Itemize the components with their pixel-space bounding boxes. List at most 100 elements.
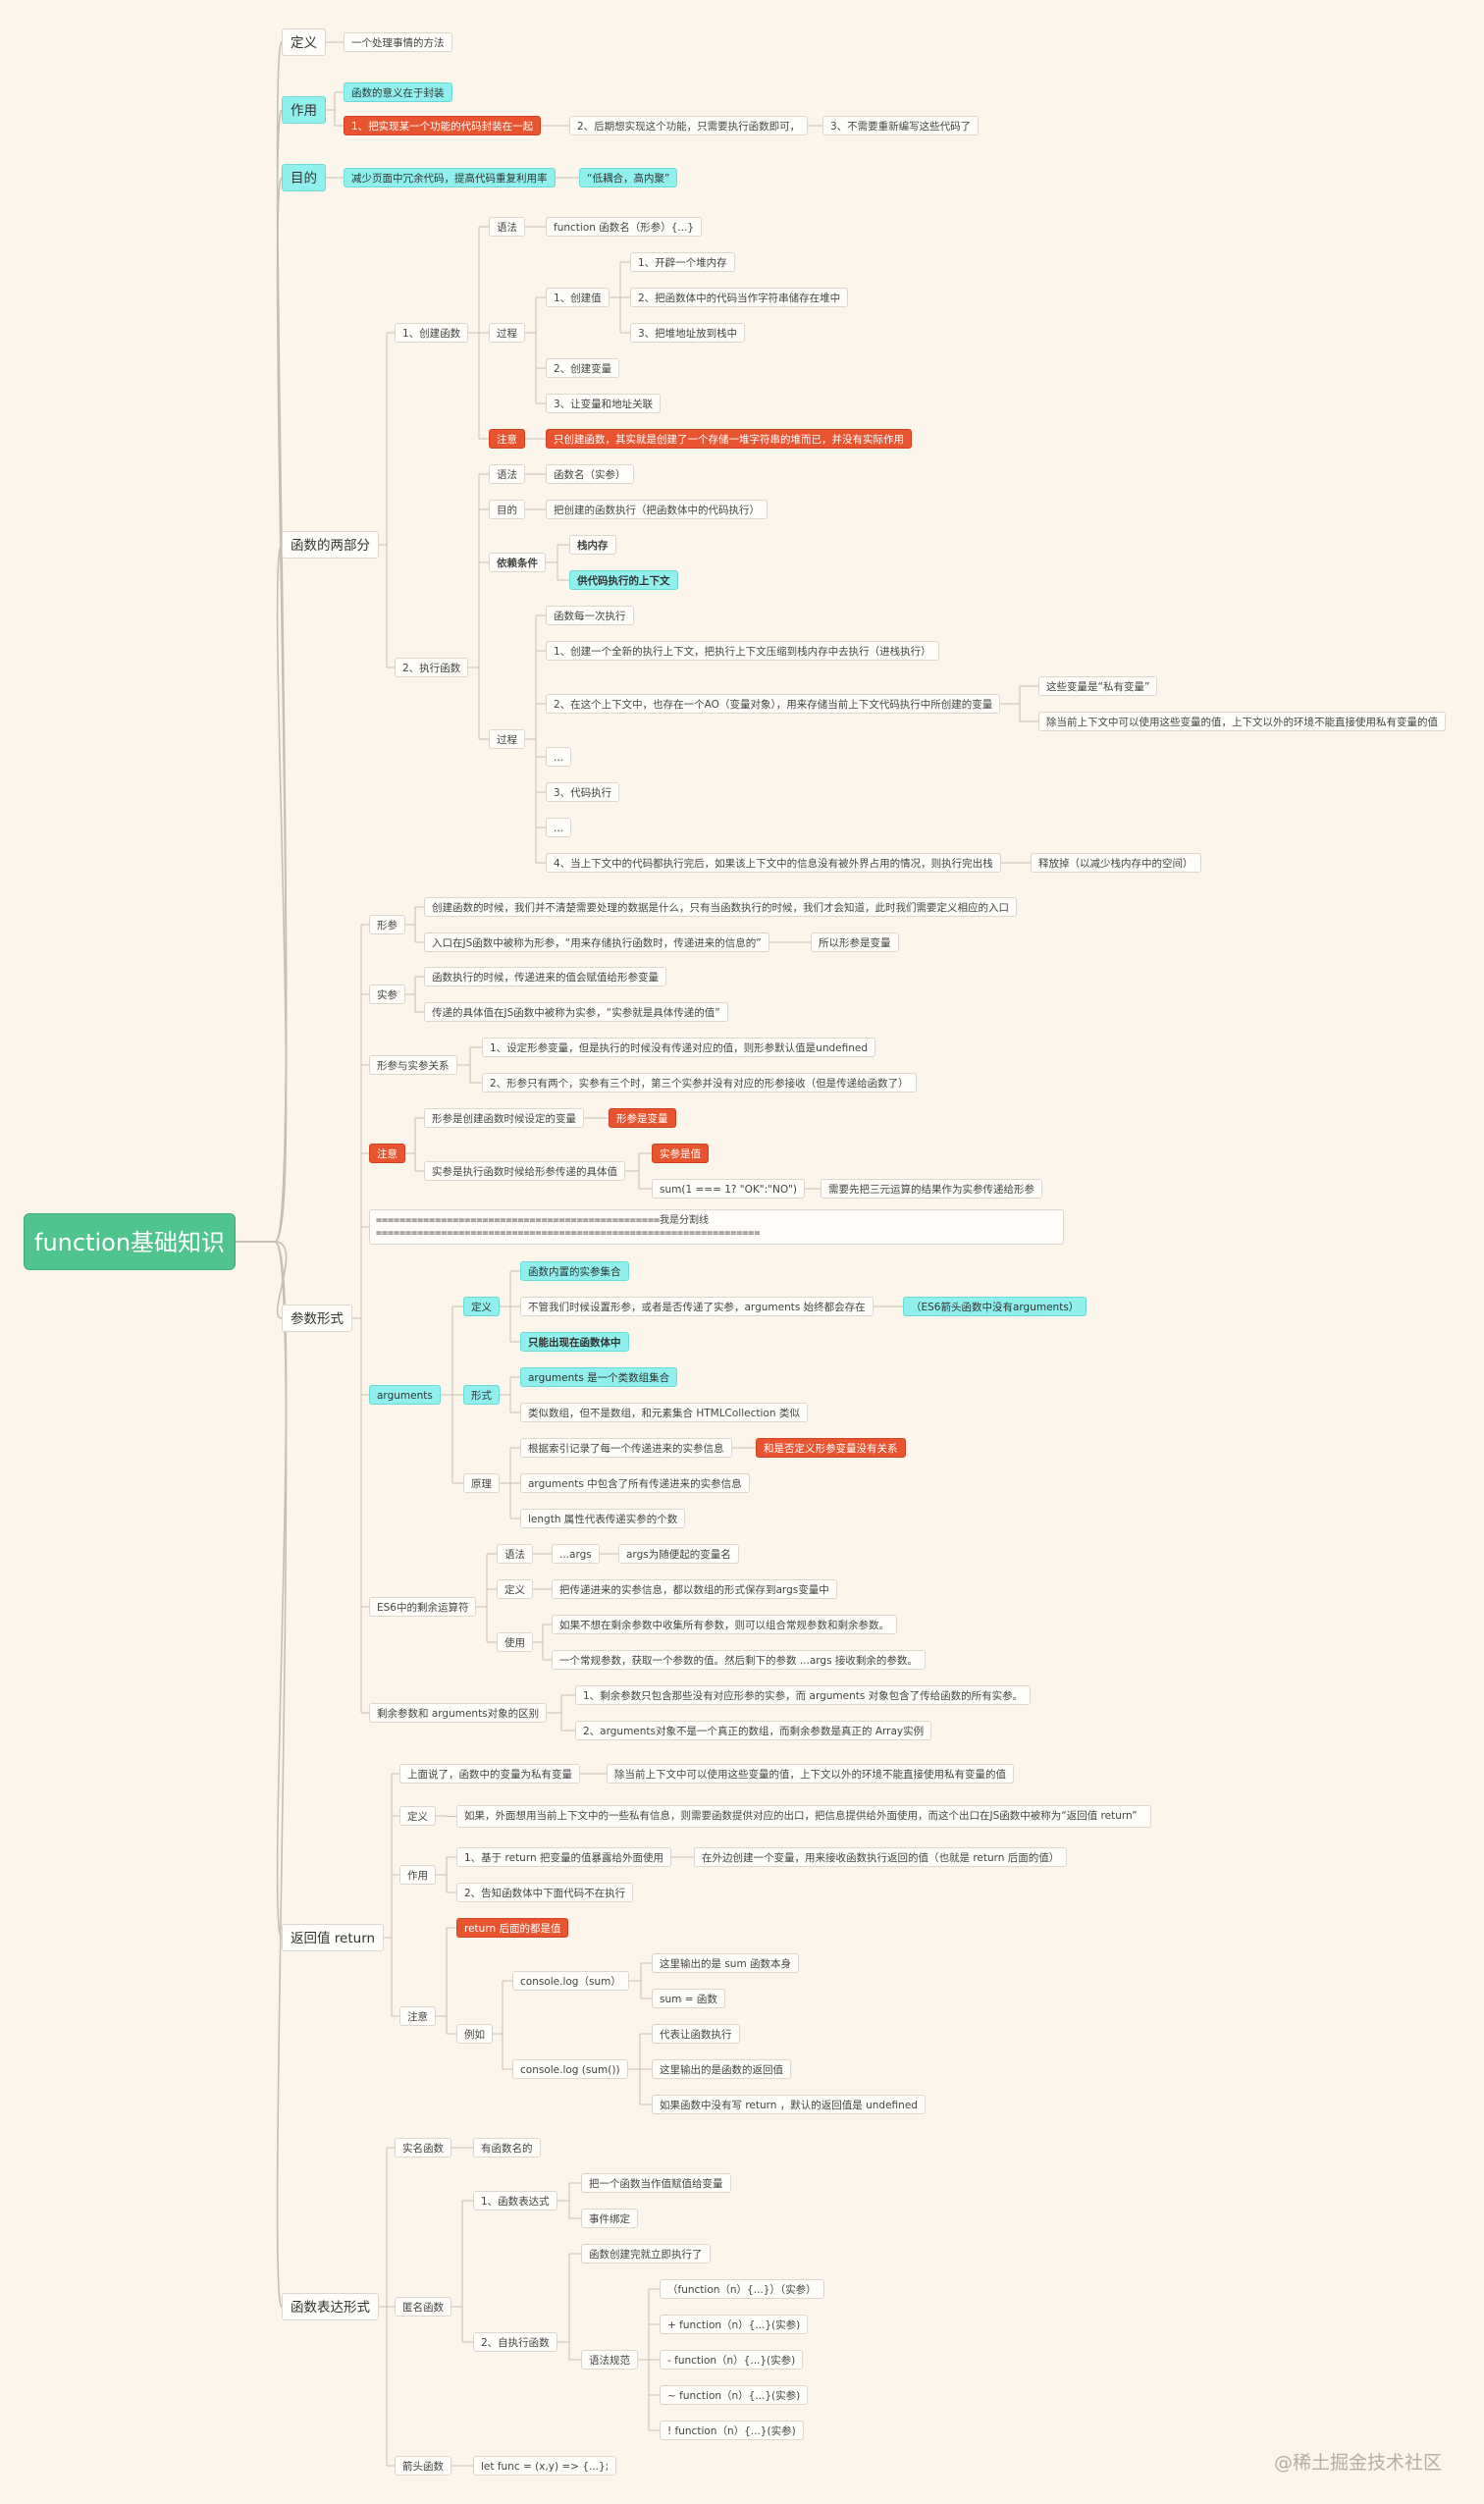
- topic-c1: 1、创建函数: [395, 323, 469, 343]
- topic-ap1a: 和是否定义形参变量没有关系: [756, 1438, 906, 1458]
- topic-f1: 创建函数的时候，我们并不清楚需要处理的数据是什么，只有当函数执行的时候，我们才会…: [424, 897, 1017, 917]
- topic-ru: 使用: [497, 1632, 533, 1652]
- topic-two: 函数的两部分: [282, 531, 379, 559]
- topic-ak: 形式: [463, 1385, 500, 1405]
- topic-rs1: ...args: [552, 1544, 600, 1564]
- topic-c2-dep1: 栈内存: [569, 535, 616, 555]
- topic-c2-dots2: ...: [546, 818, 572, 837]
- topic-rex2a: 代表让函数执行: [652, 2024, 740, 2044]
- topic-e2b2d: ~ function（n）{...}(实参): [660, 2385, 809, 2405]
- topic-c2-goal: 目的: [489, 500, 525, 519]
- topic-rex2b: 这里输出的是函数的返回值: [652, 2059, 791, 2079]
- topic-c1-p1a: 1、开辟一个堆内存: [630, 252, 735, 272]
- topic-c2-p4: 4、当上下文中的代码都执行完后，如果该上下文中的信息没有被外界占用的情况，则执行…: [546, 853, 1001, 873]
- topic-e2a2: 事件绑定: [581, 2209, 638, 2228]
- topic-use-4: 3、不需要重新编写这些代码了: [822, 116, 980, 135]
- topic-c2-p4a: 释放掉（以减少栈内存中的空间）: [1031, 853, 1201, 873]
- topic-rdef1: 如果，外面想用当前上下文中的一些私有信息，则需要函数提供对应的出口，把信息提供给…: [456, 1804, 1151, 1828]
- topic-c1-syn: 语法: [489, 217, 525, 237]
- topic-a: 实参: [369, 985, 405, 1004]
- topic-ad1: 函数内置的实参集合: [520, 1261, 629, 1281]
- topic-rex: 例如: [456, 2024, 493, 2044]
- topic-expr: 函数表达形式: [282, 2293, 379, 2320]
- topic-rex1b: sum = 函数: [652, 1989, 725, 2008]
- topic-e3a: let func = (x,y) => {...};: [473, 2456, 617, 2476]
- topic-e1a: 有函数名的: [473, 2138, 541, 2158]
- topic-rex2: console.log (sum()): [512, 2059, 628, 2079]
- connector: [236, 1241, 288, 2308]
- topic-sep: ========================================…: [369, 1209, 1064, 1245]
- topic-ak1: arguments 是一个类数组集合: [520, 1367, 678, 1387]
- topic-c2-dep2: 供代码执行的上下文: [569, 570, 678, 590]
- topic-ad: 定义: [463, 1297, 500, 1316]
- root-topic: function基础知识: [24, 1213, 237, 1270]
- topic-c2-p1: 1、创建一个全新的执行上下文，把执行上下文压缩到栈内存中去执行（进栈执行）: [546, 641, 939, 661]
- topic-rd1: 把传递进来的实参信息，都以数组的形式保存到args变量中: [552, 1579, 837, 1599]
- topic-e2: 匿名函数: [395, 2297, 451, 2317]
- topic-e2b2e: ! function（n）{...}(实参): [660, 2421, 804, 2440]
- connector: [436, 1815, 456, 1817]
- topic-ap1: 根据索引记录了每一个传递进来的实参信息: [520, 1438, 732, 1458]
- topic-c1-p1: 1、创建值: [546, 288, 610, 307]
- topic-rest: ES6中的剩余运算符: [369, 1597, 477, 1617]
- topic-e3: 箭头函数: [395, 2456, 451, 2476]
- topic-e2b2a: （function（n）{...}）（实参）: [660, 2279, 824, 2299]
- topic-c2-syn: 语法: [489, 464, 525, 484]
- topic-goal-1: 减少页面中冗余代码，提高代码重复利用率: [344, 168, 556, 187]
- topic-c1-note: 注意: [489, 429, 525, 449]
- topic-c2-dep: 依赖条件: [489, 553, 546, 572]
- topic-ak2: 类似数组，但不是数组，和元素集合 HTMLCollection 类似: [520, 1403, 808, 1422]
- topic-c1-syn-v: function 函数名（形参）{...}: [546, 217, 703, 237]
- topic-diff: 剩余参数和 arguments对象的区别: [369, 1703, 548, 1723]
- topic-ruse2: 2、告知函数体中下面代码不在执行: [456, 1883, 634, 1902]
- topic-c2-goal-v: 把创建的函数执行（把函数体中的代码执行）: [546, 500, 768, 519]
- topic-rex1a: 这里输出的是 sum 函数本身: [652, 1953, 800, 1973]
- topic-pn2c: 需要先把三元运算的结果作为实参传递给形参: [821, 1179, 1042, 1199]
- topic-ad2a: （ES6箭头函数中没有arguments）: [903, 1297, 1087, 1316]
- connector: [236, 544, 288, 1243]
- topic-c2-p2: 2、在这个上下文中，也存在一个AO（变量对象），用来存储当前上下文代码执行中所创…: [546, 694, 1001, 714]
- topic-r0: 上面说了，函数中的变量为私有变量: [399, 1764, 580, 1784]
- topic-c2-syn-v: 函数名（实参）: [546, 464, 634, 484]
- topic-goal: 目的: [282, 164, 326, 191]
- topic-fa: 形参与实参关系: [369, 1055, 457, 1075]
- topic-c2: 2、执行函数: [395, 658, 469, 677]
- topic-a1: 函数执行的时候，传递进来的值会赋值给形参变量: [424, 967, 666, 986]
- topic-ap: 原理: [463, 1473, 500, 1493]
- topic-c1-p2: 2、创建变量: [546, 358, 620, 378]
- topic-a2: 传递的具体值在JS函数中被称为实参，“实参就是具体传递的值”: [424, 1002, 728, 1022]
- topic-ruse: 作用: [399, 1865, 436, 1885]
- topic-e2a: 1、函数表达式: [473, 2191, 557, 2211]
- topic-c2-proc: 过程: [489, 729, 525, 749]
- topic-c1-p1b: 2、把函数体中的代码当作字符串储存在堆中: [630, 288, 849, 307]
- topic-rex1: console.log（sum）: [512, 1971, 629, 1991]
- topic-c2-p2b: 除当前上下文中可以使用这些变量的值，上下文以外的环境不能直接使用私有变量的值: [1038, 712, 1446, 731]
- topic-goal-2: “低耦合，高内聚”: [579, 168, 678, 187]
- topic-pn2: 实参是执行函数时候给形参传递的具体值: [424, 1161, 625, 1181]
- topic-fa2: 2、形参只有两个，实参有三个时，第三个实参并没有对应的形参接收（但是传递给函数了…: [482, 1073, 917, 1092]
- connector: [236, 1241, 288, 1319]
- topic-pn1a: 形参是变量: [609, 1108, 676, 1128]
- topic-c1-p1c: 3、把堆地址放到栈中: [630, 323, 746, 343]
- topic-ap3: length 属性代表传递实参的个数: [520, 1509, 686, 1528]
- topic-use-3: 2、后期想实现这个功能，只需要执行函数即可，: [569, 116, 809, 135]
- topic-e2a1: 把一个函数当作值赋值给变量: [581, 2173, 731, 2193]
- topic-ret: 返回值 return: [282, 1924, 385, 1951]
- topic-ad2: 不管我们时候设置形参，或者是否传递了实参，arguments 始终都会存在: [520, 1297, 874, 1316]
- topic-e2b: 2、自执行函数: [473, 2332, 557, 2352]
- topic-c2-p2a: 这些变量是“私有变量”: [1038, 676, 1158, 696]
- topic-e2b2c: - function（n）{...}(实参): [660, 2350, 804, 2370]
- topic-rn: 注意: [399, 2006, 436, 2026]
- topic-fa1: 1、设定形参变量，但是执行的时候没有传递对应的值，则形参默认值是undefine…: [482, 1038, 876, 1057]
- topic-def: 定义: [282, 28, 326, 56]
- topic-diff2: 2、arguments对象不是一个真正的数组，而剩余参数是真正的 Array实例: [575, 1721, 932, 1740]
- topic-f2a: 所以形参是变量: [811, 932, 899, 952]
- topic-ruse1: 1、基于 return 把变量的值暴露给外面使用: [456, 1847, 671, 1867]
- topic-args: arguments: [369, 1385, 441, 1405]
- topic-e2b1: 函数创建完就立即执行了: [581, 2244, 711, 2264]
- topic-ad3: 只能出现在函数体中: [520, 1332, 629, 1352]
- topic-c1-p3: 3、让变量和地址关联: [546, 394, 662, 413]
- topic-pn2a: 实参是值: [652, 1144, 709, 1163]
- topic-ru2: 一个常规参数，获取一个参数的值。然后剩下的参数 ...args 接收剩余的参数。: [552, 1650, 926, 1670]
- topic-rn1: return 后面的都是值: [456, 1918, 569, 1938]
